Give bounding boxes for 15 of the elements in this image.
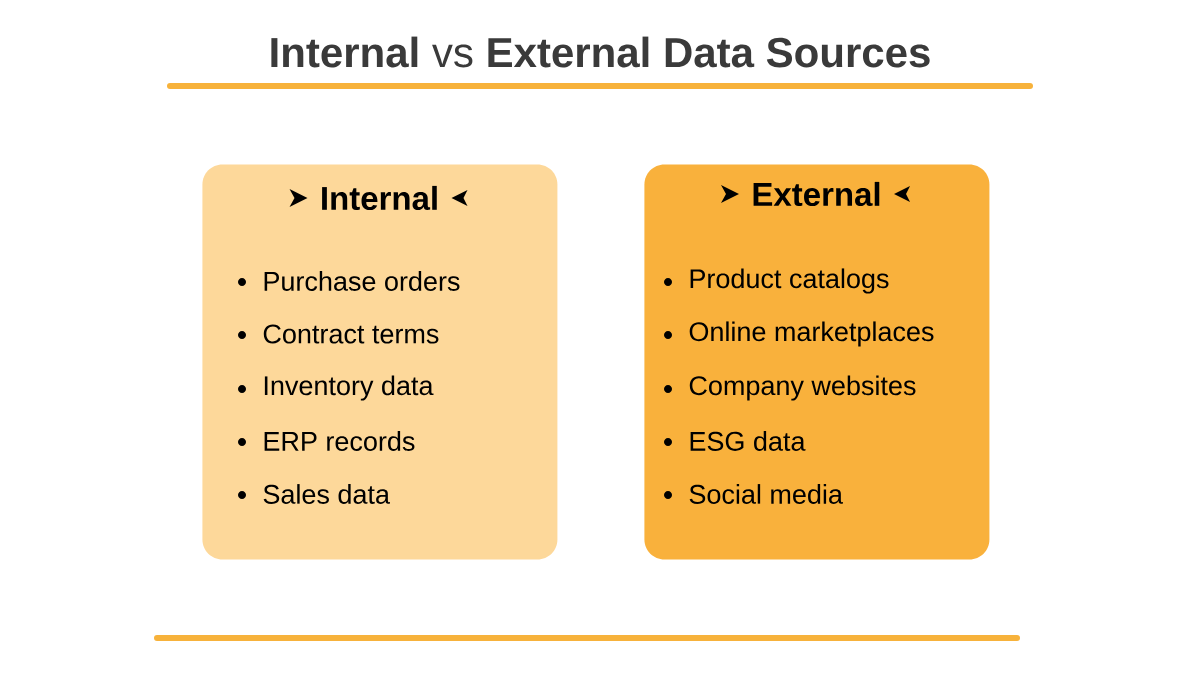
bullet-item: Product catalogs	[664, 268, 889, 294]
bullet-item: ESG data	[664, 431, 806, 451]
card-heading: Internal	[322, 185, 437, 211]
card	[644, 164, 990, 560]
title: Internal vs External Data Sources	[271, 36, 930, 68]
bullet-item: Contract terms	[238, 324, 439, 344]
bullet-item: Company websites	[664, 375, 916, 401]
card	[202, 164, 558, 560]
bullet-item: Purchase orders	[238, 271, 460, 291]
bullet-item: Online marketplaces	[664, 321, 934, 347]
card-heading: External	[753, 181, 880, 207]
bullet-item: Social media	[664, 484, 843, 504]
bullet-item: Sales data	[238, 484, 390, 504]
bullet-item: Inventory data	[238, 375, 434, 401]
bullet-item: ERP records	[238, 431, 415, 451]
